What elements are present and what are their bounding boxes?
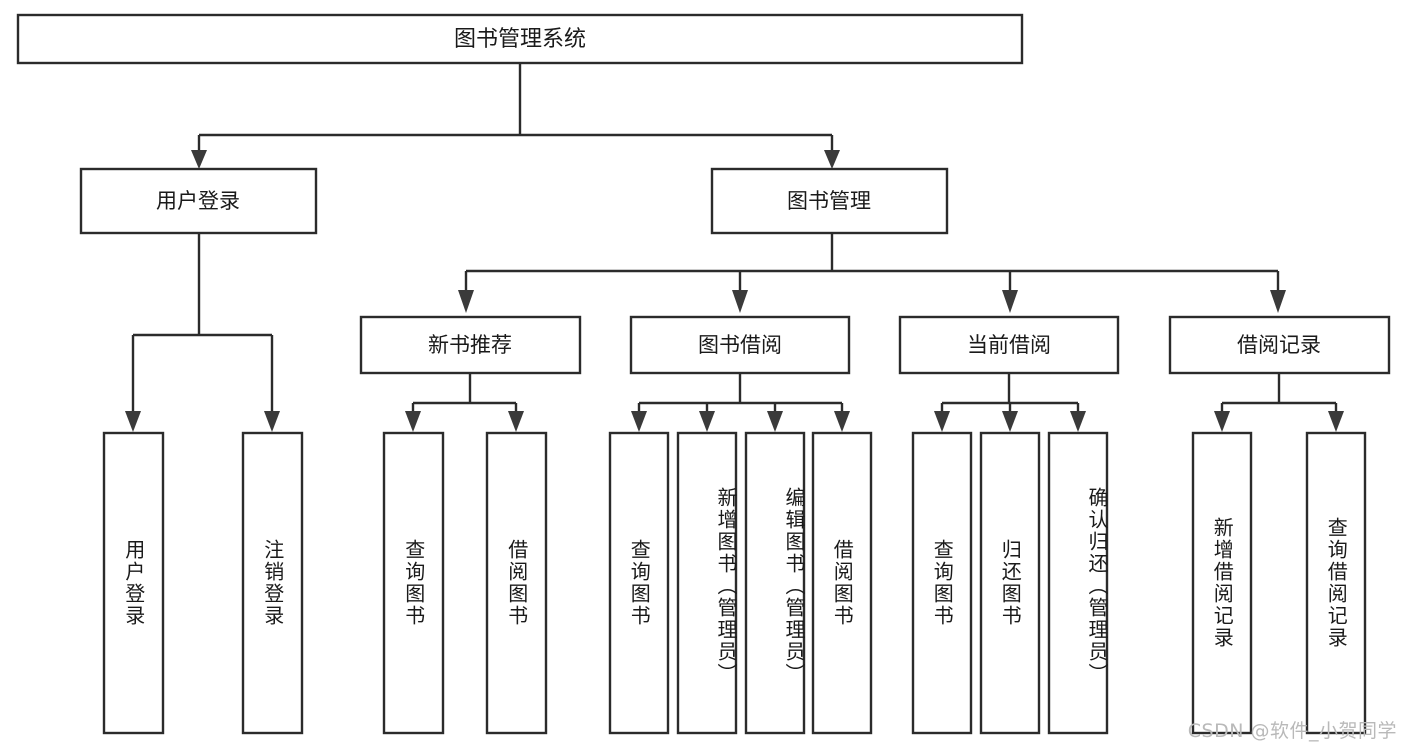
node-current-borrow-box[interactable] (898, 315, 1120, 375)
node-leaf-bb-edit-box[interactable] (744, 431, 806, 735)
node-new-book-box[interactable] (359, 315, 582, 375)
node-book-borrow-box[interactable] (629, 315, 851, 375)
node-root-label: 图书管理系统 (454, 27, 586, 52)
node-leaf-cb-confirm-box[interactable] (1047, 431, 1109, 735)
arrowhead-bb-leaf-1 (631, 411, 647, 432)
node-user-login-label: 用户登录 (156, 189, 240, 213)
node-leaf-br-add-box[interactable] (1191, 431, 1253, 735)
edge-layer (125, 63, 1344, 432)
arrowhead-user-login (191, 150, 207, 169)
node-book-borrow-label: 图书借阅 (698, 333, 782, 357)
node-current-borrow-label: 当前借阅 (967, 333, 1051, 357)
arrowhead-br-leaf-2 (1328, 411, 1344, 432)
node-new-book-label: 新书推荐 (428, 333, 512, 357)
node-book-mgmt-label: 图书管理 (787, 189, 871, 213)
node-leaf-br-query-box[interactable] (1305, 431, 1367, 735)
arrowhead-bb-leaf-4 (834, 411, 850, 432)
arrowhead-borrow-record (1270, 290, 1286, 313)
arrowhead-br-leaf-1 (1214, 411, 1230, 432)
node-leaf-bb-borrow-box[interactable] (811, 431, 873, 735)
node-leaf-logout-box[interactable] (241, 431, 304, 735)
arrowhead-bb-leaf-2 (699, 411, 715, 432)
node-leaf-cb-query-box[interactable] (911, 431, 973, 735)
arrowhead-new-book (458, 290, 474, 313)
watermark-text: CSDN @软件_小贺同学 (1187, 720, 1397, 742)
arrowhead-nb-leaf-2 (508, 411, 524, 432)
arrowhead-leaf-user-login (125, 411, 141, 432)
arrowhead-bb-leaf-3 (767, 411, 783, 432)
node-book-mgmt-box[interactable] (710, 167, 949, 235)
node-borrow-record-label: 借阅记录 (1237, 333, 1321, 357)
arrowhead-cb-leaf-2 (1002, 411, 1018, 432)
node-user-login-box[interactable] (79, 167, 318, 235)
arrowhead-book-borrow (732, 290, 748, 313)
node-root-box[interactable] (16, 13, 1024, 65)
node-borrow-record-box[interactable] (1168, 315, 1391, 375)
node-leaf-nb-borrow-box[interactable] (485, 431, 548, 735)
node-leaf-bb-query-box[interactable] (608, 431, 670, 735)
node-leaf-nb-query-box[interactable] (382, 431, 445, 735)
arrowhead-leaf-logout (264, 411, 280, 432)
node-leaf-bb-add-box[interactable] (676, 431, 738, 735)
arrowhead-nb-leaf-1 (405, 411, 421, 432)
arrowhead-cb-leaf-1 (934, 411, 950, 432)
arrowhead-book-mgmt (824, 150, 840, 169)
node-layer: 图书管理系统 用户登录 图书管理 新书推荐 图书借阅 当前借阅 借阅记录 (16, 13, 1391, 735)
arrowhead-cb-leaf-3 (1070, 411, 1086, 432)
arrowhead-current-borrow (1002, 290, 1018, 313)
node-leaf-user-login-box[interactable] (102, 431, 165, 735)
node-leaf-cb-return-box[interactable] (979, 431, 1041, 735)
